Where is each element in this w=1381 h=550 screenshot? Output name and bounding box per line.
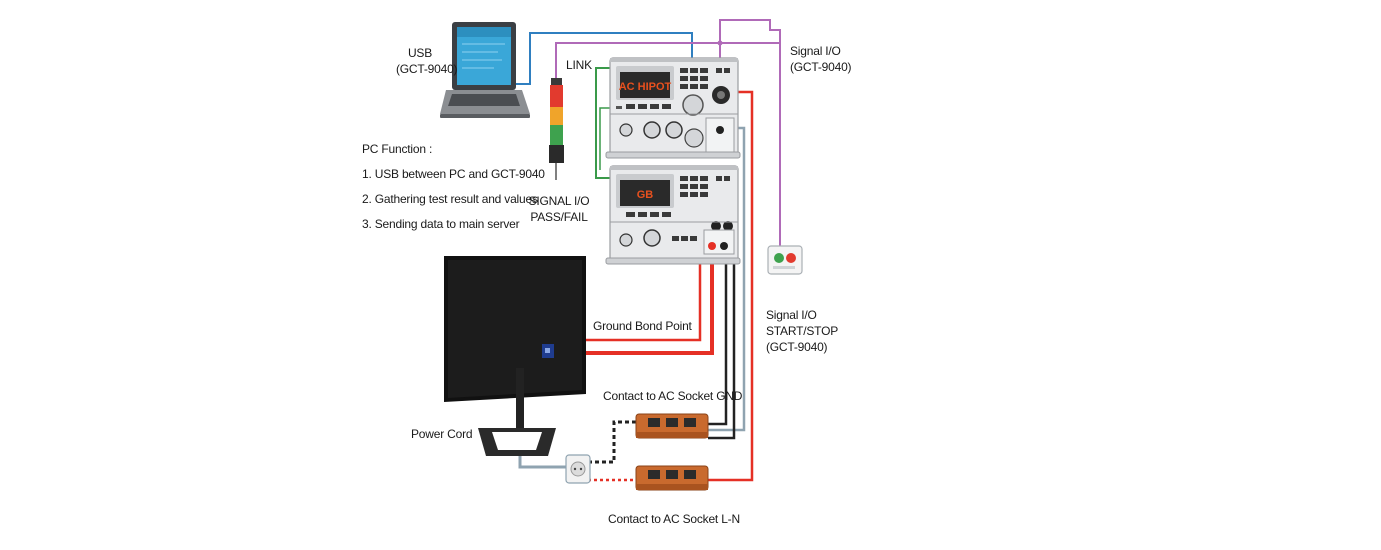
- pc-function-item-2: 2. Gathering test result and values: [362, 192, 538, 206]
- ground-bond-point-label: Ground Bond Point: [593, 319, 692, 333]
- signal-io-cable-top-right: [720, 38, 781, 44]
- hipot-screen-label: AC HIPOT: [619, 81, 672, 93]
- signal-io-passfail-line2: PASS/FAIL: [530, 210, 588, 224]
- gb-screen-label: GB: [637, 189, 654, 201]
- ac-socket-gnd: [635, 413, 709, 439]
- usb-label-line1: USB: [407, 46, 433, 60]
- link-cable-2: [599, 107, 612, 170]
- signal-io-top-line2: (GCT-9040): [790, 60, 852, 74]
- pc-function-item-3: 3. Sending data to main server: [362, 217, 520, 231]
- ac-socket-ln: [635, 465, 709, 491]
- contact-gnd-label: Contact to AC Socket GND: [603, 389, 743, 403]
- wall-socket-icon: [565, 454, 591, 484]
- contact-ln-label: Contact to AC Socket L-N: [608, 512, 740, 526]
- gb-instrument: GB: [605, 165, 741, 265]
- signal-io-top-label: Signal I/O (GCT-9040): [790, 43, 852, 75]
- signal-io-passfail-label: SIGNAL I/O PASS/FAIL: [528, 193, 590, 225]
- signal-io-passfail-line1: SIGNAL I/O: [528, 194, 590, 208]
- hv-cable: [708, 90, 754, 482]
- signal-io-startstop-line3: (GCT-9040): [766, 340, 828, 354]
- gb-bond-cable-a: [560, 250, 714, 355]
- signal-io-cable-startstop: [719, 19, 781, 250]
- monitor-icon: [444, 256, 586, 456]
- start-stop-remote-icon: [767, 245, 803, 275]
- power-cord-label: Power Cord: [411, 427, 473, 441]
- signal-io-startstop-line1: Signal I/O: [766, 308, 817, 322]
- signal-io-startstop-line2: START/STOP: [766, 324, 839, 338]
- pc-function-title: PC Function :: [362, 142, 433, 156]
- signal-io-top-line1: Signal I/O: [790, 44, 841, 58]
- laptop-icon: [440, 22, 530, 118]
- signal-tower-icon: [549, 78, 564, 180]
- hipot-instrument: AC HIPOT: [605, 57, 741, 159]
- usb-label: USB (GCT-9040): [396, 45, 458, 77]
- pc-function-item-1: 1. USB between PC and GCT-9040: [362, 167, 545, 181]
- signal-io-cable-top: [555, 42, 721, 78]
- link-cable: [595, 67, 612, 179]
- usb-label-line2: (GCT-9040): [396, 62, 458, 76]
- socket-gnd-dotted: [588, 420, 636, 464]
- link-label: LINK: [566, 58, 592, 72]
- signal-io-startstop-label: Signal I/O START/STOP (GCT-9040): [766, 307, 838, 355]
